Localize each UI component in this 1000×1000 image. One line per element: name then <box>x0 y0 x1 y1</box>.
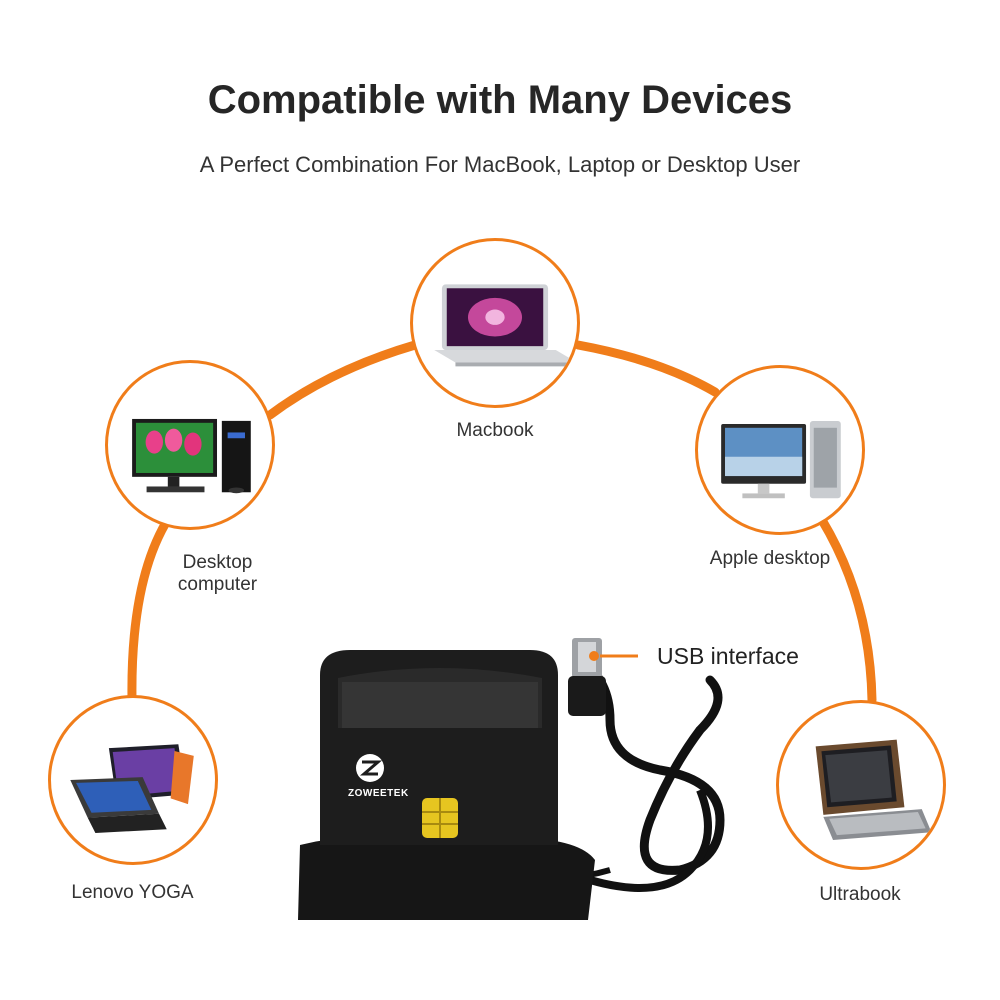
macbook-icon <box>434 284 577 367</box>
page-title: Compatible with Many Devices <box>207 78 793 122</box>
macbook-bubble <box>410 238 580 408</box>
desktop-computer-icon <box>132 418 251 494</box>
ultrabook-label: Ultrabook <box>819 884 901 905</box>
macbook-label: Macbook <box>456 420 534 441</box>
smart-card-reader <box>298 638 725 920</box>
page-subtitle: A Perfect Combination For MacBook, Lapto… <box>199 152 801 177</box>
lenovo-label: Lenovo YOGA <box>71 882 194 903</box>
desktop-label: Desktop computer <box>177 552 258 595</box>
ultrabook-icon <box>815 739 932 840</box>
desktop-bubble <box>105 360 275 530</box>
apple-desktop-bubble <box>695 365 865 535</box>
sim-chip-icon <box>422 798 458 838</box>
usb-plug <box>568 638 606 716</box>
apple-desktop-label: Apple desktop <box>709 548 831 569</box>
ultrabook-bubble <box>776 700 946 870</box>
lenovo-bubble <box>48 695 218 865</box>
brand-text: ZOWEETEK <box>348 788 409 799</box>
lenovo-yoga-icon <box>70 744 194 834</box>
apple-desktop-icon <box>721 421 841 499</box>
usb-interface-label: USB interface <box>657 643 799 669</box>
